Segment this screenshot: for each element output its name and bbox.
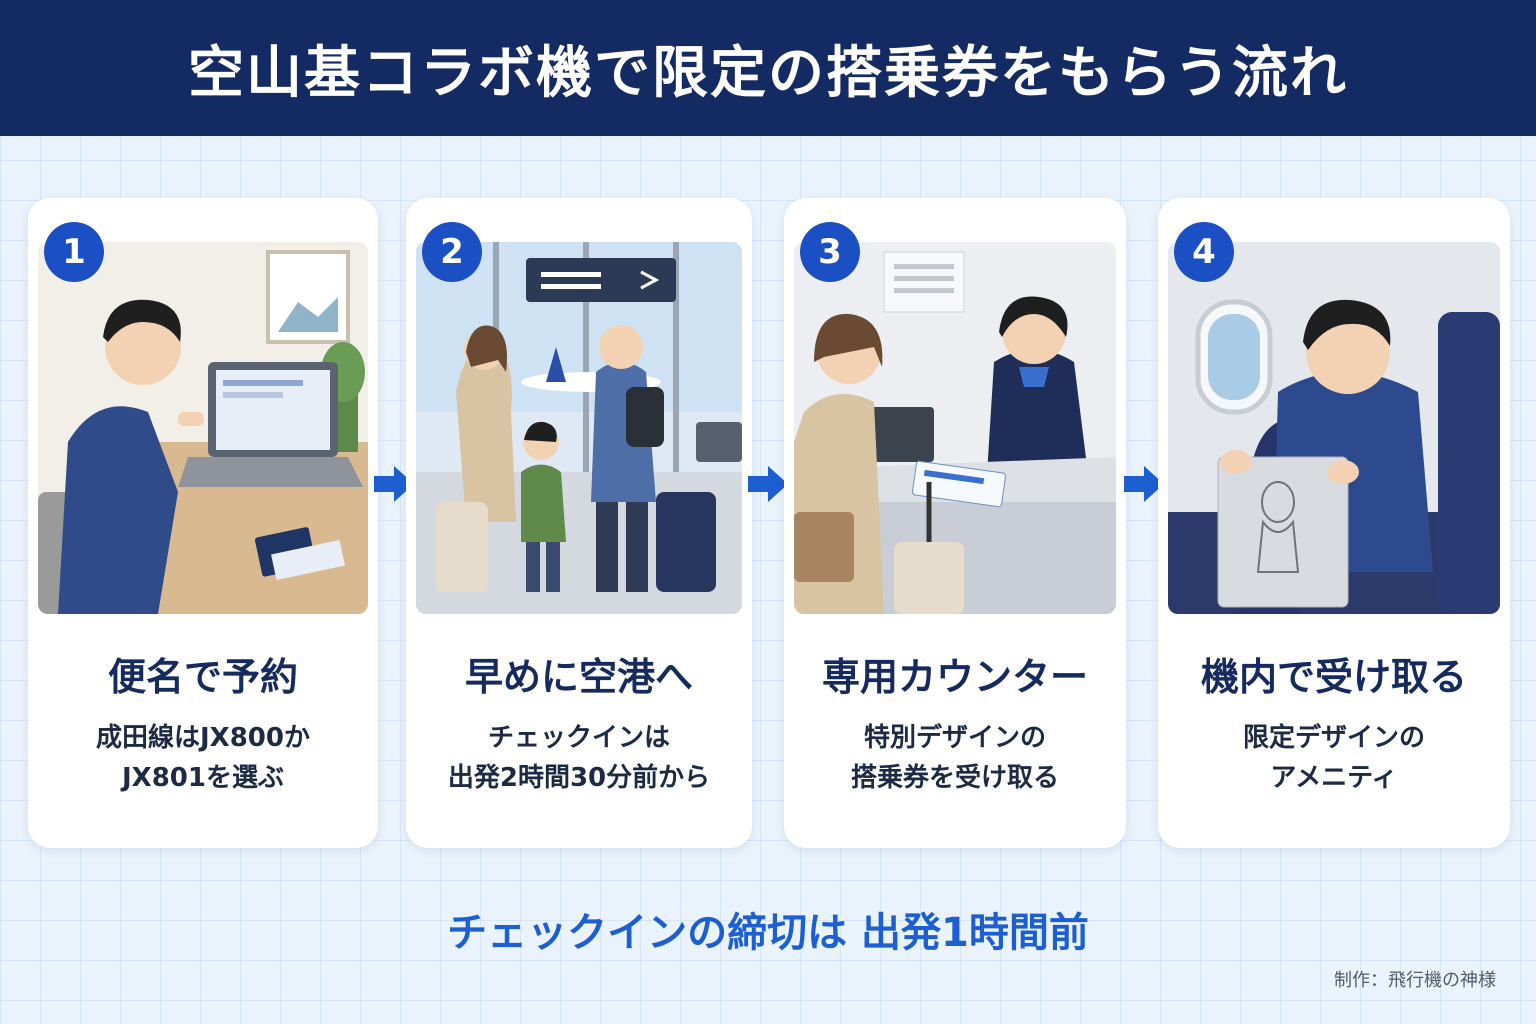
step-description-line: 搭乗券を受け取る [850,763,1059,793]
check-in-deadline-note: チェックインの締切は 出発1時間前 [447,910,1089,956]
step-number-badge: 4 [1174,222,1234,282]
illustration-booking-laptop [38,242,368,614]
step-title: 早めに空港へ [464,655,693,699]
step-card-1: 1 便名で予約 成田線はJX800か JX801を選ぶ [28,198,378,848]
step-number-badge: 3 [800,222,860,282]
step-description-line: 成田線はJX800か [96,723,310,753]
step-title: 専用カウンター [821,655,1088,699]
illustration-airport-family [416,242,742,614]
page-title: 空山基コラボ機で限定の搭乗券をもらう流れ [188,40,1348,106]
step-description-line: 限定デザインの [1242,723,1425,753]
step-description: 特別デザインの 搭乗券を受け取る [784,718,1126,798]
illustration-in-flight-amenity [1168,242,1500,614]
credit-text: 制作：飛行機の神様 [1334,970,1496,991]
step-card-4: 4 機内で受け取る 限定デザインの アメニティ [1158,198,1510,848]
right-arrow-icon [374,466,414,502]
step-description-line: JX801を選ぶ [122,763,284,793]
header-banner: 空山基コラボ機で限定の搭乗券をもらう流れ [0,0,1536,136]
right-arrow-icon [1124,466,1164,502]
step-title: 機内で受け取る [1200,655,1467,699]
step-description-line: 特別デザインの [863,723,1046,753]
step-number-badge: 1 [44,222,104,282]
step-card-3: 3 専用カウンター 特別デザインの 搭乗券を受け取る [784,198,1126,848]
right-arrow-icon [748,466,788,502]
step-description-line: 出発2時間30分前から [447,763,711,793]
step-description-line: チェックインは [487,723,670,753]
step-description-line: アメニティ [1270,763,1398,793]
step-number-badge: 2 [422,222,482,282]
step-description: 成田線はJX800か JX801を選ぶ [28,718,378,798]
illustration-check-in-counter [794,242,1116,614]
step-title: 便名で予約 [107,655,298,699]
step-description: 限定デザインの アメニティ [1158,718,1510,798]
step-description: チェックインは 出発2時間30分前から [406,718,752,798]
step-card-2: 2 [406,198,752,848]
